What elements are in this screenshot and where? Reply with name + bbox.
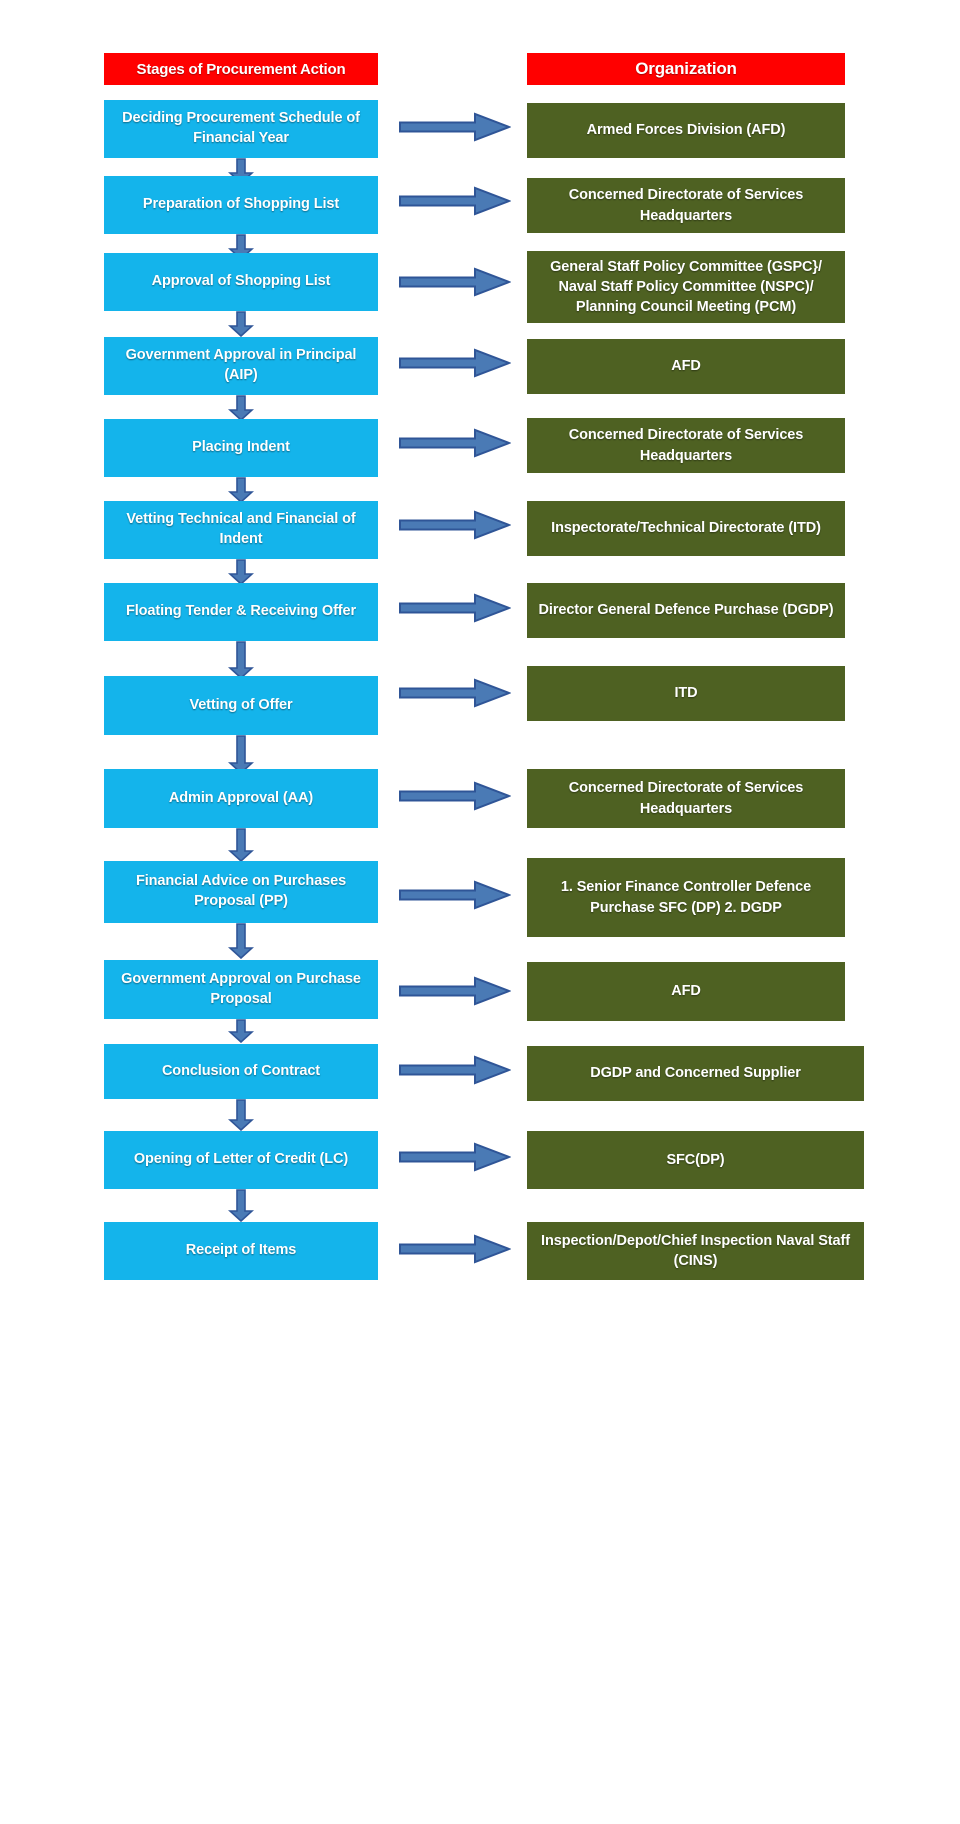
arrow-right-icon (399, 1234, 511, 1264)
stage-box[interactable]: Placing Indent (104, 419, 378, 477)
arrow-right-icon (399, 510, 511, 540)
arrow-down-icon (228, 559, 254, 585)
stage-box[interactable]: Financial Advice on Purchases Proposal (… (104, 861, 378, 923)
stage-box[interactable]: Floating Tender & Receiving Offer (104, 583, 378, 641)
arrow-right-icon (399, 593, 511, 623)
arrow-down-icon (228, 1189, 254, 1222)
arrow-down-icon (228, 1019, 254, 1043)
organization-box[interactable]: Concerned Directorate of Services Headqu… (527, 178, 845, 233)
organization-box[interactable]: General Staff Policy Committee (GSPC}/ N… (527, 251, 845, 323)
organization-box[interactable]: AFD (527, 962, 845, 1021)
stage-box[interactable]: Approval of Shopping List (104, 253, 378, 311)
arrow-right-icon (399, 267, 511, 297)
stage-box[interactable]: Admin Approval (AA) (104, 769, 378, 828)
stage-box[interactable]: Government Approval in Principal (AIP) (104, 337, 378, 395)
organization-box[interactable]: AFD (527, 339, 845, 394)
arrow-down-icon (228, 828, 254, 862)
stage-box[interactable]: Vetting of Offer (104, 676, 378, 735)
arrow-right-icon (399, 781, 511, 811)
organization-box[interactable]: Director General Defence Purchase (DGDP) (527, 583, 845, 638)
arrow-right-icon (399, 1055, 511, 1085)
organization-box[interactable]: SFC(DP) (527, 1131, 864, 1189)
organization-box[interactable]: ITD (527, 666, 845, 721)
organization-box[interactable]: DGDP and Concerned Supplier (527, 1046, 864, 1101)
arrow-down-icon (228, 311, 254, 337)
column-headers: Stages of Procurement Action Organizatio… (0, 53, 960, 85)
stage-box[interactable]: Conclusion of Contract (104, 1044, 378, 1099)
arrow-right-icon (399, 186, 511, 216)
arrow-down-icon (228, 1099, 254, 1131)
organization-box[interactable]: Inspection/Depot/Chief Inspection Naval … (527, 1222, 864, 1280)
arrow-right-icon (399, 112, 511, 142)
stage-box[interactable]: Vetting Technical and Financial of Inden… (104, 501, 378, 559)
arrow-right-icon (399, 678, 511, 708)
arrow-right-icon (399, 880, 511, 910)
organization-box[interactable]: Armed Forces Division (AFD) (527, 103, 845, 158)
header-organization: Organization (527, 53, 845, 85)
arrow-down-icon (228, 395, 254, 421)
stage-box[interactable]: Receipt of Items (104, 1222, 378, 1280)
organization-box[interactable]: Inspectorate/Technical Directorate (ITD) (527, 501, 845, 556)
organization-box[interactable]: Concerned Directorate of Services Headqu… (527, 418, 845, 473)
arrow-right-icon (399, 976, 511, 1006)
arrow-down-icon (228, 477, 254, 503)
stage-box[interactable]: Government Approval on Purchase Proposal (104, 960, 378, 1019)
arrow-down-icon (228, 923, 254, 959)
header-stages-of-procurement-action: Stages of Procurement Action (104, 53, 378, 85)
organization-box[interactable]: Concerned Directorate of Services Headqu… (527, 769, 845, 828)
stage-box[interactable]: Preparation of Shopping List (104, 176, 378, 234)
arrow-right-icon (399, 348, 511, 378)
arrow-right-icon (399, 1142, 511, 1172)
arrow-down-icon (228, 641, 254, 679)
organization-box[interactable]: 1. Senior Finance Controller Defence Pur… (527, 858, 845, 937)
stage-box[interactable]: Deciding Procurement Schedule of Financi… (104, 100, 378, 158)
arrow-right-icon (399, 428, 511, 458)
stage-box[interactable]: Opening of Letter of Credit (LC) (104, 1131, 378, 1189)
